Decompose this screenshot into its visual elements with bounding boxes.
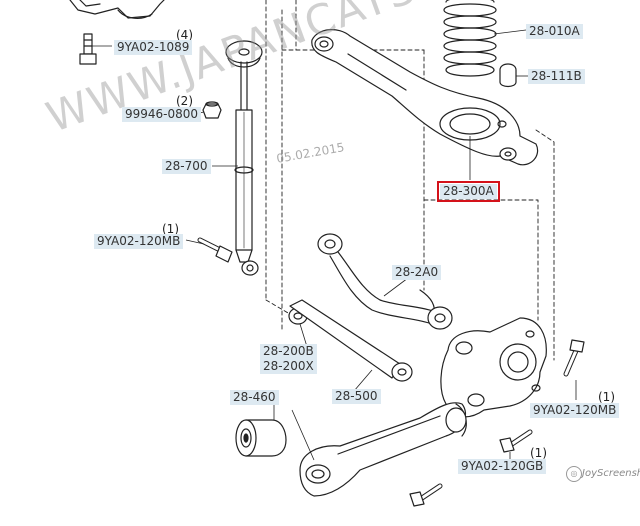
assembly-frame <box>265 0 555 361</box>
part-label-28-200b[interactable]: 28-200B <box>260 344 317 359</box>
part-label-9ya02-120mb-right[interactable]: 9YA02-120MB <box>530 403 620 418</box>
part-label-99946-0800[interactable]: 99946-0800 <box>122 107 202 122</box>
upper-arm-drawing <box>311 29 539 166</box>
qty-9ya02-120gb: (1) <box>530 446 547 460</box>
qty-9ya02-120mb-left: (1) <box>162 222 179 236</box>
qty-9ya02-1089: (4) <box>176 28 193 42</box>
part-label-28-200x[interactable]: 28-200X <box>260 359 317 374</box>
part-label-28-111b[interactable]: 28-111B <box>528 69 585 84</box>
lateral-arm-drawing <box>288 299 413 382</box>
part-label-28-460[interactable]: 28-460 <box>230 390 279 405</box>
part-label-28-700[interactable]: 28-700 <box>162 159 211 174</box>
trailing-link-drawing <box>317 233 453 330</box>
coil-spring-drawing <box>443 0 497 77</box>
nut-99946-0800-drawing <box>202 101 222 119</box>
knuckle-drawing <box>440 317 547 418</box>
part-label-28-500[interactable]: 28-500 <box>332 389 381 404</box>
bolt-right-drawing <box>563 339 585 377</box>
part-label-9ya02-1089[interactable]: 9YA02-1089 <box>114 40 193 55</box>
bushing-drawing <box>235 419 287 457</box>
qty-9ya02-120mb-right: (1) <box>598 390 615 404</box>
trailing-arm-drawing <box>299 402 467 497</box>
part-label-28-300a[interactable]: 28-300A <box>437 181 500 202</box>
part-label-9ya02-120mb-left[interactable]: 9YA02-120MB <box>94 234 184 249</box>
bolt-120gb-drawing <box>499 429 533 453</box>
bolt-left-drawing <box>197 237 233 263</box>
corner-watermark-text: JoyScreenshot <box>582 468 640 479</box>
subframe-fragment <box>69 0 165 19</box>
shock-absorber-drawing <box>225 40 263 276</box>
bolt-bottom-drawing <box>409 483 443 507</box>
part-label-9ya02-120gb[interactable]: 9YA02-120GB <box>458 459 547 474</box>
bolt-9ya02-1089-drawing <box>79 33 97 65</box>
bump-stop-drawing <box>499 63 517 88</box>
corner-watermark-icon: ◎ <box>566 466 582 482</box>
qty-99946-0800: (2) <box>176 94 193 108</box>
part-label-28-2a0[interactable]: 28-2A0 <box>392 265 442 280</box>
part-label-28-010a[interactable]: 28-010A <box>526 24 583 39</box>
